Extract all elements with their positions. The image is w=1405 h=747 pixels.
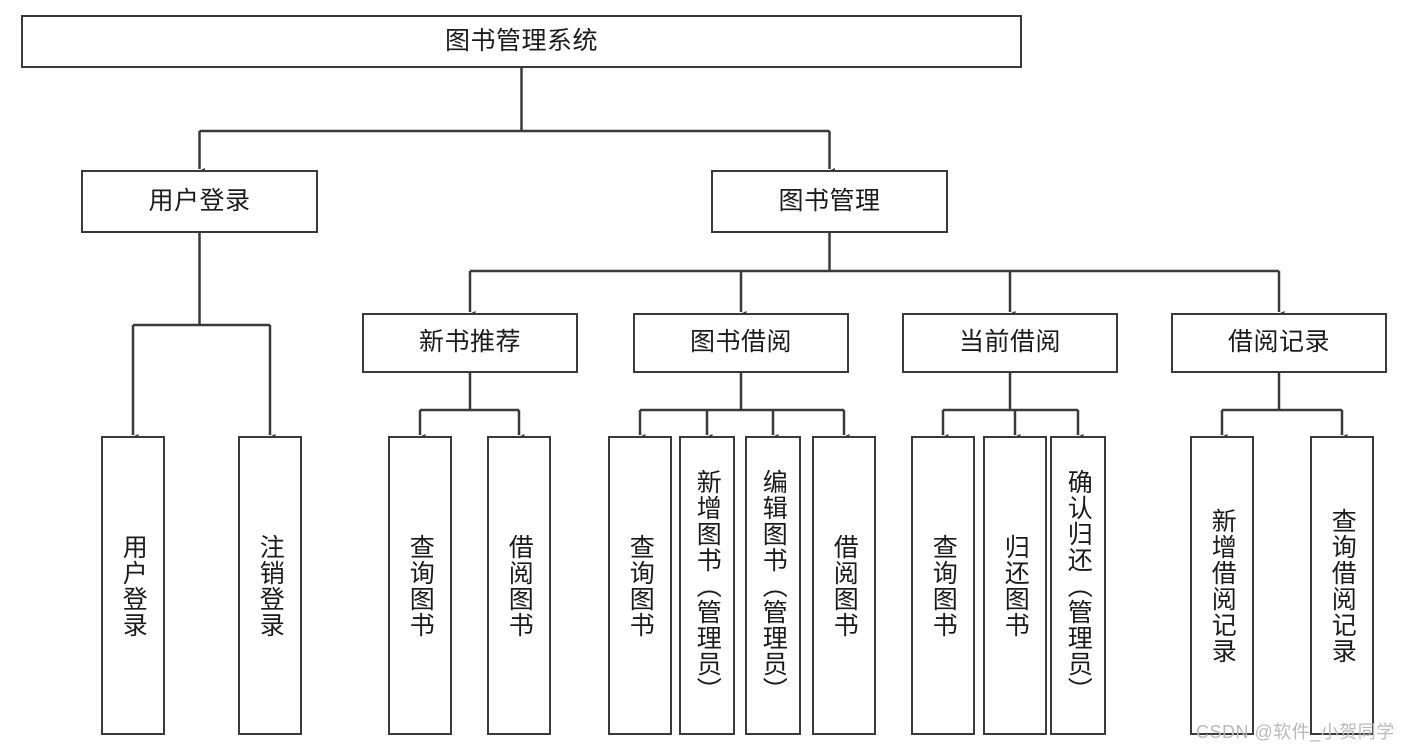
node-label: 用户登录 bbox=[119, 533, 148, 638]
node-label: 新增图书（管理员） bbox=[693, 468, 722, 703]
node-leaf-borrow-add: 新增图书（管理员） bbox=[679, 436, 735, 735]
node-label: 查询图书 bbox=[406, 533, 435, 638]
node-label: 当前借阅 bbox=[958, 328, 1061, 357]
node-label: 借阅记录 bbox=[1227, 328, 1330, 357]
node-label: 图书借阅 bbox=[689, 328, 792, 357]
node-label: 注销登录 bbox=[256, 533, 285, 638]
node-label: 图书管理 bbox=[778, 186, 881, 215]
node-leaf-cur-query: 查询图书 bbox=[911, 436, 975, 735]
node-label: 查询图书 bbox=[626, 533, 655, 638]
node-label: 确认归还（管理员） bbox=[1064, 468, 1093, 703]
node-leaf-rec-search: 查询借阅记录 bbox=[1310, 436, 1374, 735]
node-current-borrow: 当前借阅 bbox=[902, 313, 1118, 373]
node-label: 归还图书 bbox=[1001, 533, 1030, 638]
node-borrow-record: 借阅记录 bbox=[1171, 313, 1387, 373]
node-leaf-rec-add: 新增借阅记录 bbox=[1190, 436, 1254, 735]
node-label: 查询图书 bbox=[929, 533, 958, 638]
node-label: 用户登录 bbox=[148, 186, 251, 215]
node-leaf-rec-borrow: 借阅图书 bbox=[487, 436, 551, 735]
node-label: 借阅图书 bbox=[505, 533, 534, 638]
node-new-book-rec: 新书推荐 bbox=[362, 313, 578, 373]
node-leaf-user-logout: 注销登录 bbox=[238, 436, 302, 735]
node-book-borrow: 图书借阅 bbox=[633, 313, 849, 373]
csdn-watermark: CSDN @软件_小贺同学 bbox=[1196, 722, 1395, 742]
node-leaf-borrow-lend: 借阅图书 bbox=[812, 436, 876, 735]
node-label: 借阅图书 bbox=[830, 533, 859, 638]
node-label: 编辑图书（管理员） bbox=[759, 468, 788, 703]
node-label: 新增借阅记录 bbox=[1208, 507, 1237, 664]
node-leaf-borrow-query: 查询图书 bbox=[608, 436, 672, 735]
node-label: 图书管理系统 bbox=[444, 26, 598, 55]
node-book-manage: 图书管理 bbox=[711, 170, 948, 233]
node-leaf-rec-query: 查询图书 bbox=[388, 436, 452, 735]
node-user-login: 用户登录 bbox=[81, 170, 318, 233]
node-root: 图书管理系统 bbox=[21, 15, 1022, 68]
node-leaf-user-login: 用户登录 bbox=[101, 436, 165, 735]
node-label: 查询借阅记录 bbox=[1328, 507, 1357, 664]
node-leaf-cur-confirm: 确认归还（管理员） bbox=[1050, 436, 1106, 735]
node-label: 新书推荐 bbox=[418, 328, 521, 357]
node-leaf-cur-return: 归还图书 bbox=[983, 436, 1047, 735]
node-leaf-borrow-edit: 编辑图书（管理员） bbox=[745, 436, 801, 735]
